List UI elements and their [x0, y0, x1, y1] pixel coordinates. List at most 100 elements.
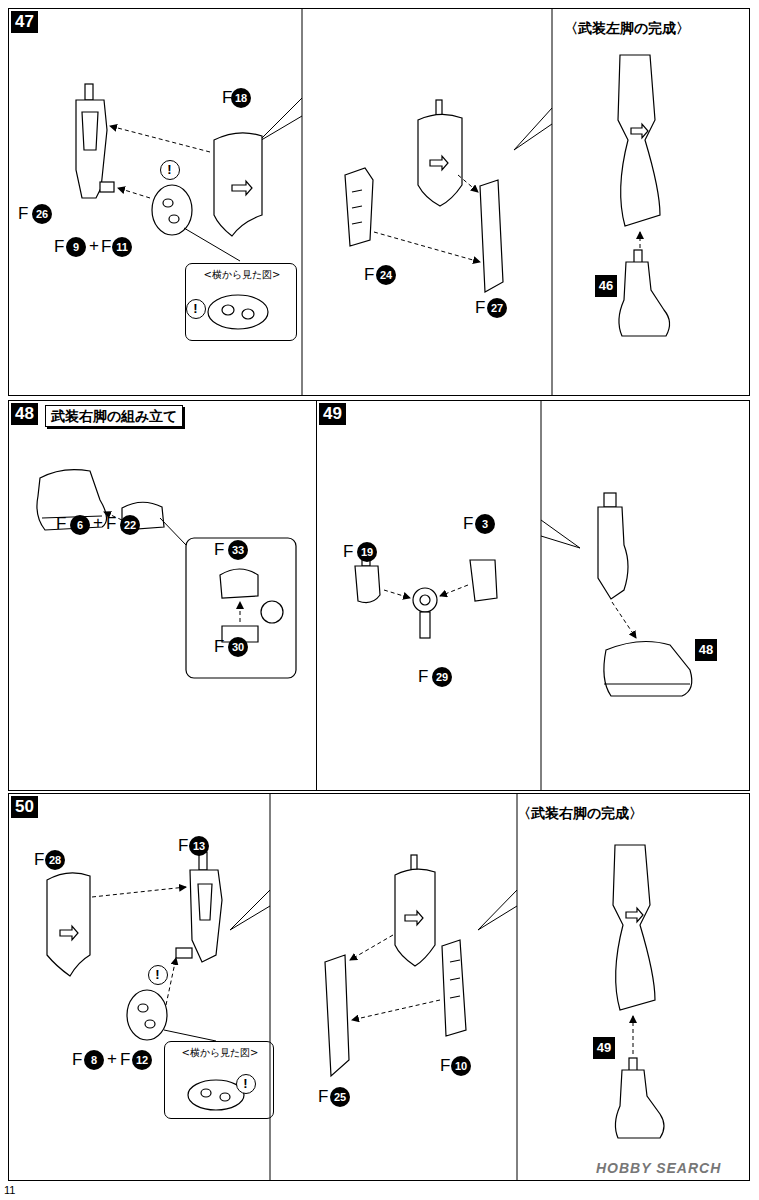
line-art: [47, 873, 90, 976]
line-art: [37, 55, 692, 1138]
line-art: [440, 585, 468, 596]
line-art: [618, 55, 660, 226]
step-panel: 47 〈武装左脚の完成〉 <横から見た図>: [8, 8, 750, 396]
line-art: [230, 890, 270, 930]
line-art: [470, 560, 497, 601]
line-art: [413, 588, 437, 612]
line-art: [201, 1089, 211, 1097]
part-number: 24: [376, 265, 396, 285]
line-art: [152, 185, 192, 235]
line-art: [232, 181, 252, 195]
part-number: 8: [84, 1050, 104, 1070]
part-number: 9: [66, 237, 86, 257]
line-art: [541, 400, 542, 790]
part-letter: F: [72, 1050, 82, 1070]
line-art: [92, 126, 640, 1054]
line-art: [270, 793, 271, 1181]
part-letter: +: [107, 1049, 117, 1069]
line-art: [214, 133, 262, 236]
line-art: [405, 911, 423, 925]
line-art: [430, 156, 448, 170]
subassembly-ref: 49: [593, 1037, 615, 1059]
part-letter: F: [318, 1087, 328, 1107]
line-art: [442, 940, 466, 1036]
line-art: [118, 188, 150, 198]
view-caption: <横から見た図>: [204, 268, 281, 281]
line-art: [640, 232, 641, 248]
line-art: [345, 168, 373, 246]
line-art: [552, 8, 553, 395]
part-letter: F: [214, 637, 224, 657]
part-number: 27: [487, 298, 507, 318]
part-letter: F: [106, 514, 116, 534]
caution-mark: !: [186, 299, 206, 319]
part-letter: F: [343, 542, 353, 562]
line-art: [420, 595, 430, 605]
line-art: [325, 955, 349, 1076]
section-title: 〈武装右脚の完成〉: [517, 804, 643, 822]
line-art: [626, 908, 643, 922]
line-art: [517, 793, 518, 1181]
part-letter: F: [440, 1056, 450, 1076]
part-letter: F: [418, 667, 428, 687]
part-letter: F: [178, 836, 188, 856]
step-number: 48: [11, 403, 38, 425]
line-art: [395, 869, 435, 966]
line-art: [541, 520, 580, 548]
part-number: 18: [231, 88, 251, 108]
step-panel: 50〈武装右脚の完成〉<横から見た図>: [8, 793, 750, 1181]
line-art: [478, 890, 517, 930]
line-art: [302, 8, 303, 395]
line-art: [450, 960, 460, 998]
part-letter: F: [101, 237, 111, 257]
line-art: [258, 98, 302, 142]
part-number: 12: [132, 1050, 152, 1070]
part-letter: +: [93, 513, 103, 533]
page-number: 11: [4, 1184, 15, 1197]
subassembly-ref: 46: [595, 275, 617, 297]
section-title: 〈武装左脚の完成〉: [564, 19, 690, 37]
line-art: [169, 215, 179, 223]
line-art: [631, 124, 648, 138]
line-art: [222, 305, 234, 315]
line-art: [613, 845, 655, 1010]
step-panel: 49: [316, 400, 750, 791]
step-number: 49: [319, 403, 346, 425]
section-title: 武装右脚の組み立て: [45, 405, 183, 427]
step-panel: 48 武装右脚の組み立て: [8, 400, 317, 791]
part-number: 10: [451, 1056, 471, 1076]
line-art: [352, 1000, 440, 1020]
line-art: [619, 262, 670, 336]
line-art: [186, 538, 296, 678]
part-letter: F: [34, 850, 44, 870]
step-number: 47: [11, 11, 38, 33]
line-art: [615, 1070, 664, 1138]
view-caption: <横から見た図>: [182, 1046, 259, 1059]
line-art: [352, 190, 362, 224]
part-number: 22: [120, 515, 140, 535]
line-art: [166, 958, 176, 1005]
part-letter: F: [463, 514, 473, 534]
part-letter: F: [54, 237, 64, 257]
line-art: [220, 1093, 230, 1101]
line-art: [145, 1020, 155, 1028]
line-art: [110, 126, 210, 152]
part-number: 29: [432, 667, 452, 687]
part-number: 30: [228, 637, 248, 657]
line-art: [480, 180, 503, 292]
line-art: [220, 569, 258, 598]
line-art: [163, 199, 173, 207]
line-art: [633, 1016, 634, 1054]
line-art: [176, 948, 192, 958]
line-art: [164, 1030, 216, 1041]
line-art: [100, 182, 114, 192]
line-art: [374, 232, 480, 262]
line-art: [598, 507, 628, 599]
part-number: 26: [32, 204, 52, 224]
part-number: 11: [112, 237, 132, 257]
part-letter: F: [475, 298, 485, 318]
subassembly-ref: 48: [695, 639, 717, 661]
line-art: [261, 601, 283, 623]
line-art: [514, 108, 552, 150]
part-number: 33: [228, 540, 248, 560]
